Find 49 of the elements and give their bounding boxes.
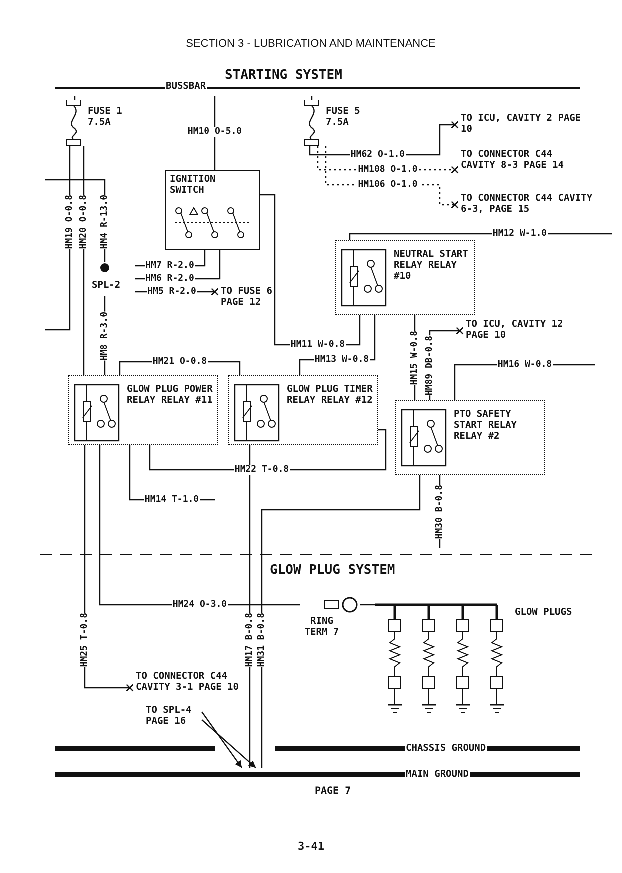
component-label: GLOW PLUG TIMER RELAY RELAY #12	[287, 384, 374, 406]
wire	[202, 720, 256, 768]
wire	[360, 604, 375, 606]
off-page-reference: TO SPL-4 PAGE 16	[140, 704, 202, 728]
wire-label: HM14 T-1.0	[144, 495, 200, 505]
wire-label: HM108 O-1.0	[357, 165, 419, 175]
wire-label: HM106 O-1.0	[357, 180, 419, 190]
wire-label: HM10 O-5.0	[186, 127, 244, 137]
wire-label: HM62 O-1.0	[350, 150, 406, 160]
wire-label: HM5 R-2.0	[146, 287, 198, 297]
off-page-reference: TO CONNECTOR C44 CAVITY 3-1 PAGE 10	[130, 670, 247, 706]
wire-label: HM12 W-1.0	[492, 229, 548, 239]
relay-module	[228, 375, 378, 445]
wire	[202, 712, 242, 768]
wire-label: HM22 T-0.8	[234, 465, 290, 475]
relay-module	[68, 375, 218, 445]
component-label: IGNITION SWITCH	[170, 174, 217, 196]
component-label: GLOW PLUGS	[515, 607, 572, 618]
relay-module	[335, 240, 475, 315]
wire-label: HM21 O-0.8	[152, 357, 208, 367]
wire	[311, 96, 313, 100]
component-label: NEUTRAL START RELAY RELAY #10	[394, 249, 470, 282]
bus-label: MAIN GROUND	[405, 769, 470, 780]
bus-label: BUSSBAR	[165, 81, 208, 92]
wire-label: HM24 O-3.0	[172, 600, 228, 610]
page-header: SECTION 3 - LUBRICATION AND MAINTENANCE	[185, 38, 437, 50]
component-label: GLOW PLUG POWER RELAY RELAY #11	[127, 384, 214, 406]
wire-label: HM13 W-0.8	[314, 355, 370, 365]
wire-label: HM7 R-2.0	[144, 261, 196, 271]
off-page-reference: TO CONNECTOR C44 CAVITY 8-3 PAGE 14	[455, 148, 585, 184]
component-label: FUSE 5 7.5A	[326, 106, 362, 128]
component-label: RING TERM 7	[304, 616, 340, 638]
relay-module	[395, 400, 545, 475]
wire-label: HM11 W-0.8	[290, 340, 346, 350]
wire	[214, 96, 216, 170]
page-reference: PAGE 7	[315, 786, 352, 797]
switch-module	[165, 170, 260, 250]
off-page-reference: TO ICU, CAVITY 12 PAGE 10	[460, 318, 575, 344]
component-label: FUSE 1 7.5A	[88, 106, 124, 128]
splice-label: SPL-2	[92, 280, 121, 291]
component-label: PTO SAFETY START RELAY RELAY #2	[454, 409, 518, 442]
off-page-reference: TO CONNECTOR C44 CAVITY 6-3, PAGE 15	[455, 192, 605, 218]
page-number: 3-41	[298, 840, 324, 853]
off-page-reference: TO FUSE 6 PAGE 12	[215, 285, 293, 309]
off-page-reference: TO ICU, CAVITY 2 PAGE 10	[455, 112, 585, 138]
wire-label: HM6 R-2.0	[144, 274, 196, 284]
wire	[74, 96, 76, 100]
bus-label: CHASSIS GROUND	[405, 743, 488, 754]
wire-label: HM16 W-0.8	[496, 360, 554, 370]
